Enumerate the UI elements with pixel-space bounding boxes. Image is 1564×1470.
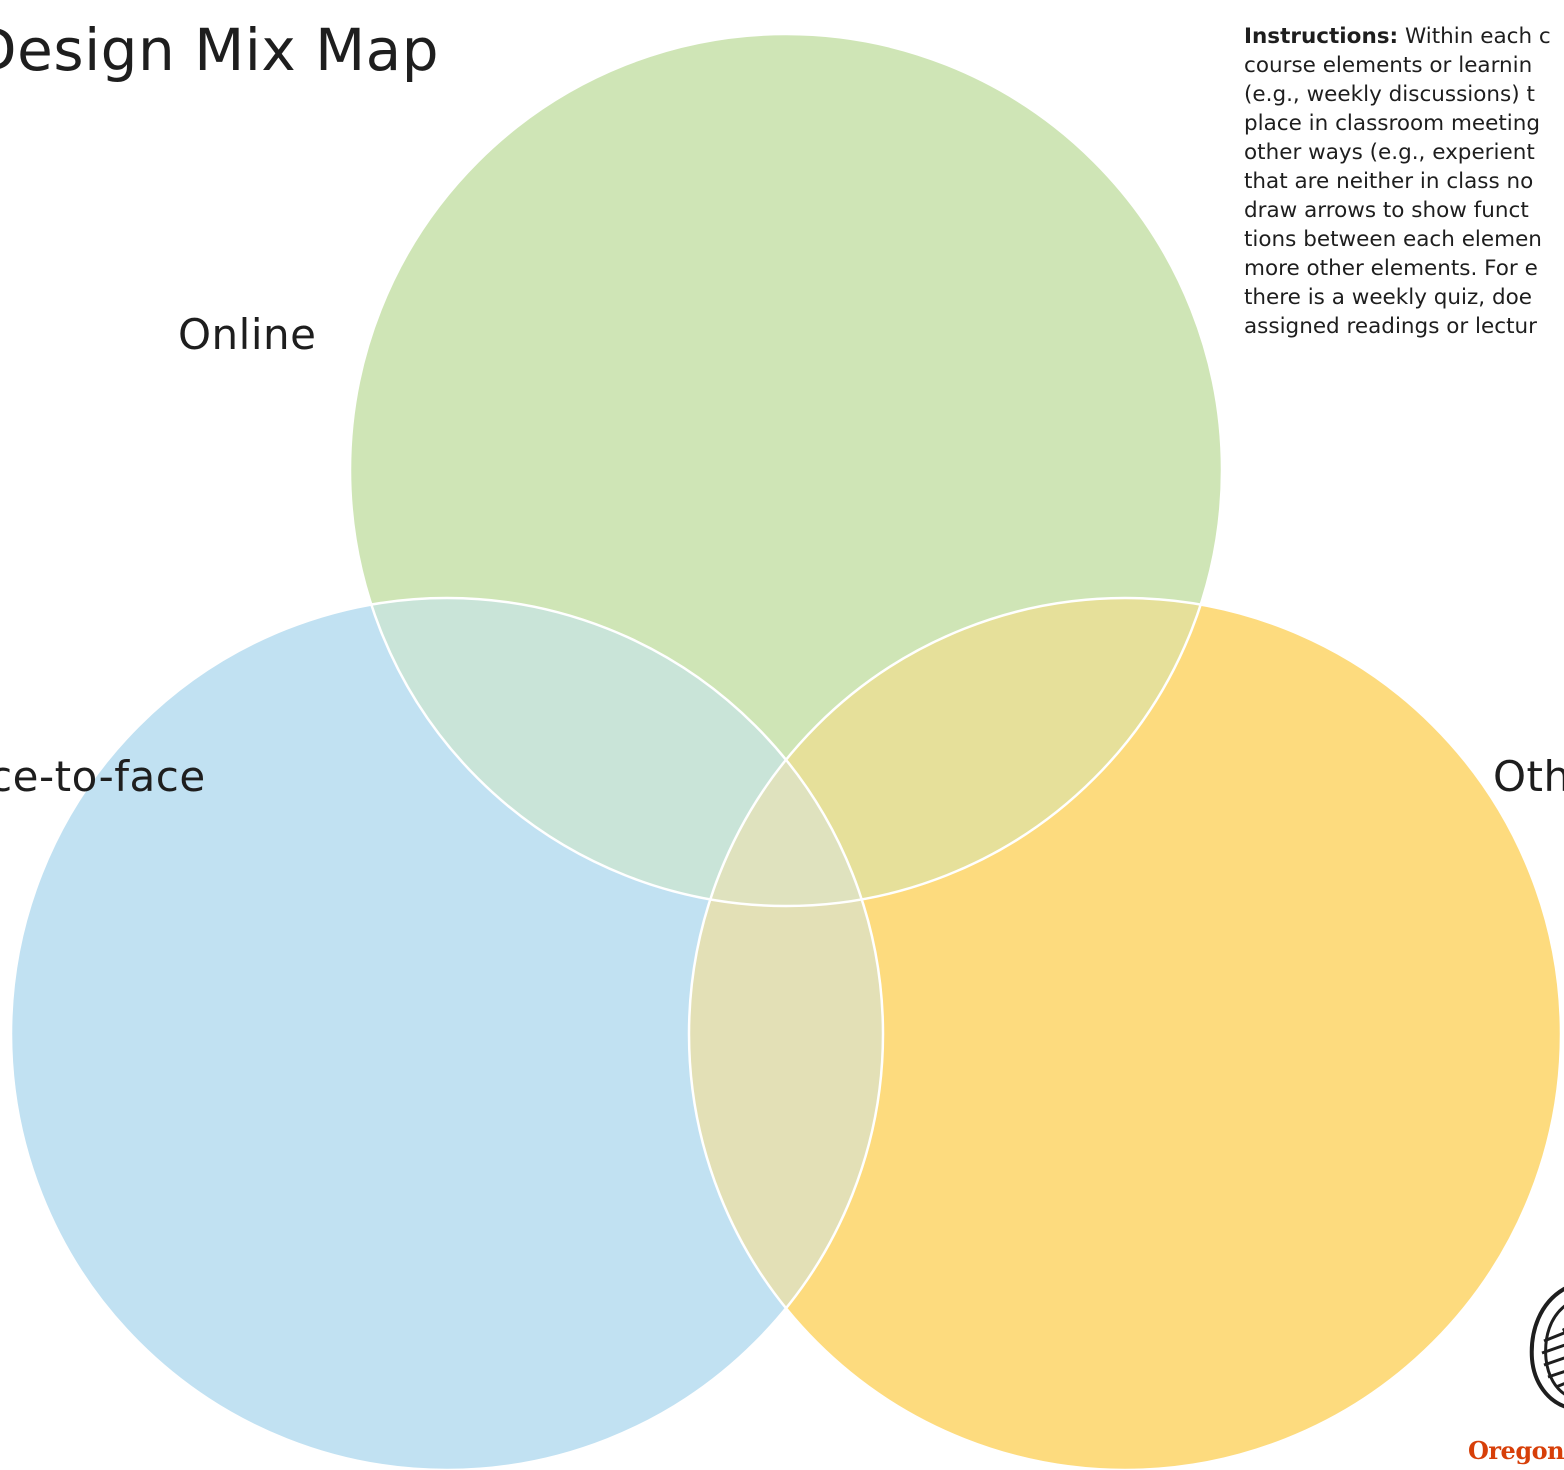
page-title: Design Mix Map (0, 16, 440, 84)
instructions-line: course elements or learnin (1244, 53, 1533, 78)
online-face-overlap[interactable] (11, 598, 883, 1470)
other-outline (687, 596, 1563, 1470)
instructions-line: draw arrows to show funct (1244, 198, 1529, 223)
beaver-seal-icon (1529, 1286, 1564, 1409)
instructions-line: assigned readings or lectur (1244, 314, 1537, 339)
other-label: Other (1493, 752, 1564, 801)
instructions-line: other ways (e.g., experient (1244, 140, 1535, 165)
face-to-face-label: Face-to-face (0, 752, 206, 801)
logo-wordmark: Oregon S (1468, 1436, 1564, 1465)
instructions-line: place in classroom meeting (1244, 111, 1541, 136)
instructions-line: (e.g., weekly discussions) t (1244, 82, 1535, 107)
instructions-line: that are neither in class no (1244, 169, 1534, 194)
instructions-line-text: Within each c (1398, 24, 1551, 49)
face-to-face-outline (9, 596, 885, 1470)
instructions-line: more other elements. For e (1244, 256, 1538, 281)
instructions-line: there is a weekly quiz, doe (1244, 285, 1532, 310)
online-label: Online (178, 310, 317, 359)
online-other-overlap[interactable] (689, 598, 1561, 1470)
instructions-lead: Instructions: (1244, 24, 1399, 49)
instructions-line: tions between each elemen (1244, 227, 1542, 252)
online-outline (348, 32, 1224, 908)
instructions-line: Instructions: Within each c (1244, 22, 1564, 51)
instructions-text: Instructions: Within each c course eleme… (1244, 22, 1564, 341)
circle-outlines (9, 32, 1563, 1470)
